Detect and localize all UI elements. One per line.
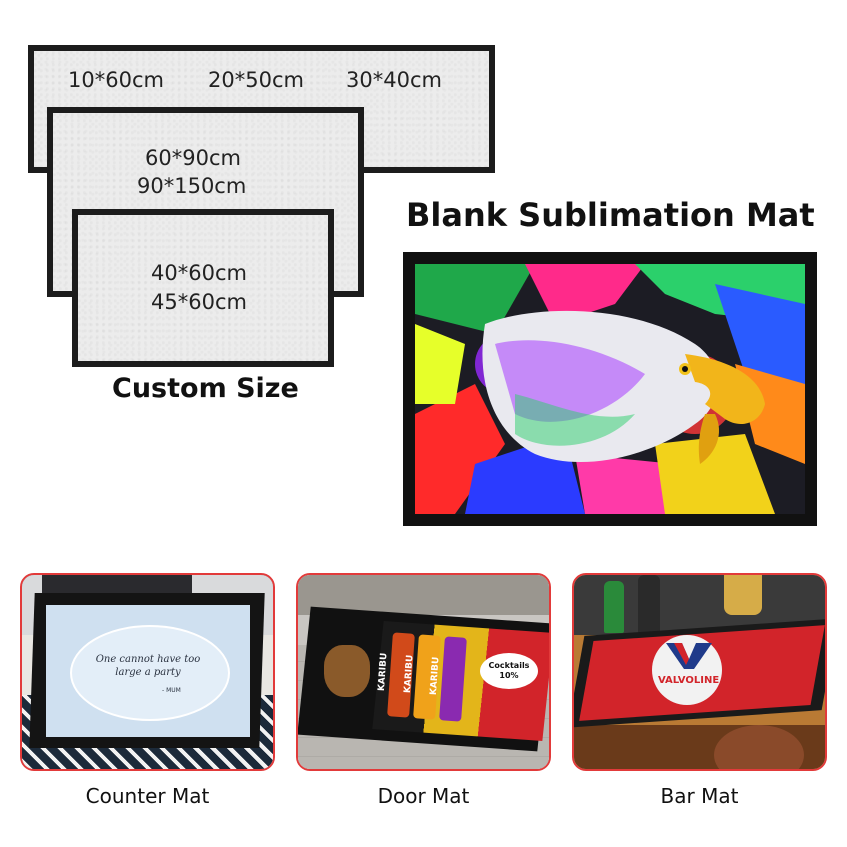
size-20x50: 20*50cm (208, 68, 304, 92)
eagle-artwork (415, 264, 805, 514)
door-mat-tag: Cocktails 10% (480, 653, 538, 689)
door-mat-photo: KARIBU KARIBU KARIBU Cocktails 10% (296, 573, 551, 771)
size-30x40: 30*40cm (346, 68, 442, 92)
size-60x90: 60*90cm (145, 146, 241, 170)
size-45x60: 45*60cm (151, 290, 247, 314)
caption-door-mat: Door Mat (377, 784, 470, 808)
bar-mat-photo: VALVOLINE (572, 573, 827, 771)
bar-mat-brand: VALVOLINE (658, 675, 720, 686)
size-40x60: 40*60cm (151, 261, 247, 285)
hero-title: Blank Sublimation Mat (406, 196, 815, 234)
counter-mat-quote-author: - MUM (162, 687, 181, 694)
mat-small-sample (72, 209, 334, 367)
caption-bar-mat: Bar Mat (660, 784, 739, 808)
counter-mat-quote: One cannot have too large a party (95, 654, 201, 678)
moose-mascot-icon (324, 645, 370, 697)
valvoline-v-icon (666, 643, 712, 669)
eagle-mat-image (403, 252, 817, 526)
caption-counter-mat: Counter Mat (85, 784, 210, 808)
size-90x150: 90*150cm (137, 174, 247, 198)
custom-size-label: Custom Size (112, 373, 299, 404)
size-10x60: 10*60cm (68, 68, 164, 92)
counter-mat-photo: One cannot have too large a party - MUM (20, 573, 275, 771)
